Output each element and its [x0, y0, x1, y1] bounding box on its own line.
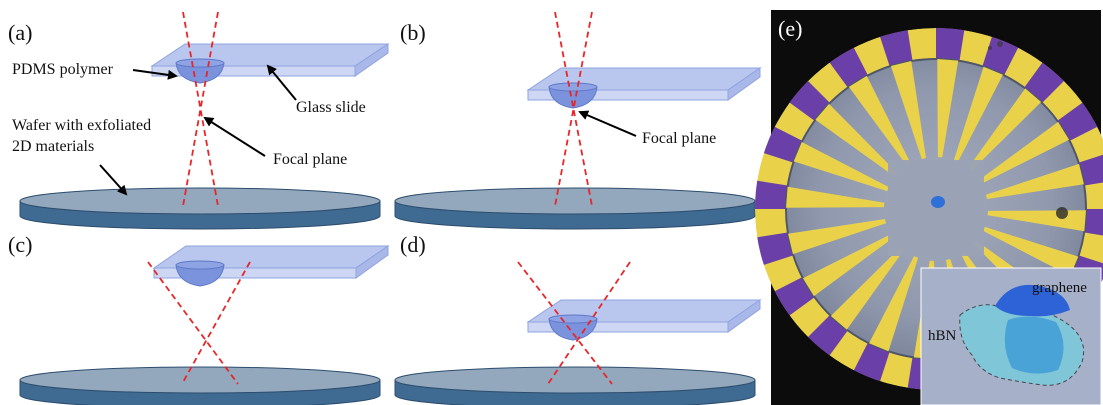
inset-zoom: graphene hBN	[920, 267, 1102, 405]
electrode-finger	[869, 256, 919, 352]
wafer-label-line1: Wafer with exfoliated	[12, 117, 151, 134]
electrode-finger	[986, 163, 1084, 199]
laser-cone	[554, 11, 593, 207]
electrode-finger	[968, 88, 1042, 171]
electrode-gap	[760, 125, 805, 164]
electrode-finger	[953, 66, 1003, 162]
electrode-gap	[981, 33, 1020, 78]
electrode-finger	[802, 234, 893, 297]
focal-label-b: Focal plane	[642, 130, 716, 147]
electrode-finger	[815, 103, 898, 177]
pdms-polymer	[175, 58, 225, 84]
electrode-gap	[755, 232, 796, 267]
panel-b-label: (b)	[400, 20, 426, 45]
electrode-finger	[848, 75, 911, 166]
focal-label-a: Focal plane	[273, 151, 347, 168]
graphene-label: graphene	[1032, 280, 1087, 296]
electrode-gap	[852, 340, 891, 385]
pdms-arrow	[132, 69, 178, 80]
glass-arrow	[266, 64, 297, 101]
electrode-finger	[937, 59, 959, 158]
electrode-gap	[755, 180, 790, 209]
panel-e: graphene hBN (e)	[755, 10, 1103, 405]
panel-e-label: (e)	[778, 16, 802, 41]
laser-cone	[147, 261, 251, 385]
electrode-finger	[786, 186, 885, 208]
electrode-gap	[878, 28, 913, 69]
pdms-polymer	[548, 82, 598, 109]
focal-arrow-a	[203, 116, 266, 157]
electrode-gap	[1082, 209, 1103, 238]
hbn-label: hBN	[928, 328, 957, 344]
glass-label: Glass slide	[296, 99, 366, 116]
wafer-arrow	[99, 164, 128, 196]
laser-cone	[517, 261, 631, 385]
flake	[931, 196, 945, 208]
focal-arrow-b	[578, 110, 637, 137]
inner-electrodes	[786, 59, 1086, 359]
wafer-label-line2: 2D materials	[12, 138, 94, 155]
pdms-polymer	[548, 314, 598, 341]
panel-a: (a) PDMS polymer Glass slide Focal pla	[8, 11, 390, 230]
electrode-finger	[979, 121, 1070, 184]
wafer	[19, 187, 381, 230]
electrode-finger	[788, 219, 886, 255]
wafer	[394, 187, 756, 230]
electrode-finger	[830, 247, 904, 330]
panel-c-label: (c)	[8, 232, 32, 257]
electrode-gap	[1076, 151, 1103, 186]
laser-cone	[182, 11, 219, 207]
panel-b: (b) Focal plane	[394, 11, 762, 230]
electrode-finger	[890, 61, 926, 159]
wafer	[19, 366, 381, 405]
panel-d-label: (d)	[400, 232, 426, 257]
panel-c: (c)	[8, 232, 390, 405]
panel-a-label: (a)	[8, 20, 32, 45]
electrode-finger	[793, 142, 889, 192]
panel-d: (d)	[394, 232, 762, 405]
pdms-label: PDMS polymer	[12, 61, 114, 78]
pdms-polymer	[175, 260, 225, 287]
wafer	[394, 366, 756, 405]
electrode-finger	[983, 226, 1079, 276]
electrode-gap	[936, 28, 965, 63]
